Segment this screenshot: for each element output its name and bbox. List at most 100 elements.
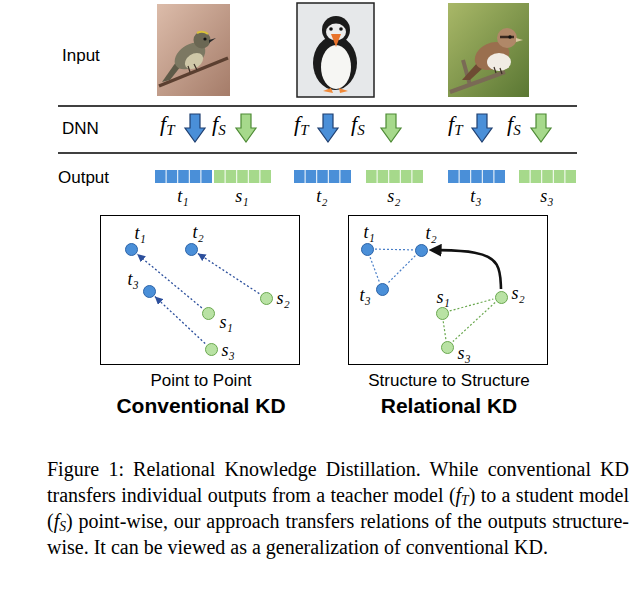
row-label: Input [62, 46, 100, 66]
point-label: t₂ [193, 223, 204, 241]
output-symbol: s₁ [235, 186, 248, 207]
student-output [214, 170, 271, 183]
symbol-subscript: T [461, 493, 469, 508]
text-run: Point to Point [150, 371, 251, 390]
student-point: s₂ [495, 291, 508, 304]
text-run: t₁ [135, 223, 146, 243]
point-label: s₃ [222, 341, 235, 359]
teacher-arrow [472, 114, 492, 142]
student-point: s₃ [205, 343, 218, 356]
text-run: t₁ [177, 186, 188, 206]
relation-line [453, 302, 495, 341]
text-run: ) point-wise, our approach transfers rel… [47, 510, 629, 558]
text-run: DNN [62, 119, 99, 138]
photo-ground [157, 4, 230, 96]
student-output [519, 170, 576, 183]
text-run: t₃ [128, 269, 139, 289]
math-symbol: fT [448, 111, 462, 136]
relation-line [388, 256, 416, 284]
bird-head [194, 32, 211, 49]
bird-photo [157, 4, 230, 96]
panel-subtitle: Structure to Structure [299, 371, 599, 391]
text-run: s₁ [235, 186, 248, 206]
text-run: Input [62, 46, 100, 65]
student-point: s₁ [436, 307, 449, 320]
text-run: Structure to Structure [368, 371, 530, 390]
teacher-point: t₂ [185, 243, 198, 256]
math-symbol: fS [351, 111, 365, 136]
text-run: s₃ [222, 340, 235, 360]
teacher-point: t₃ [143, 285, 156, 298]
bird-stripe [500, 36, 514, 39]
math-symbol: fT [294, 111, 308, 136]
panel-frame: Structure to StructureRelational KDt₁t₂t… [348, 215, 548, 365]
math-symbol: fS [507, 111, 521, 136]
transfer-arrow [433, 250, 502, 289]
panel-frame: Point to PointConventional KDt₁t₂t₃s₁s₂s… [100, 215, 300, 365]
text-run: s₁ [220, 312, 233, 332]
symbol-base: f [212, 111, 218, 136]
point-label: t₂ [426, 224, 437, 242]
symbol-subscript: T [300, 122, 308, 138]
student-symbol: fS [351, 111, 365, 136]
point-label: s₁ [437, 288, 450, 306]
output-symbol: s₂ [387, 186, 400, 207]
output-symbol: t₂ [316, 186, 327, 207]
point-label: t₁ [135, 224, 146, 242]
teacher-point: t₁ [361, 243, 374, 256]
teacher-symbol: fT [160, 111, 174, 136]
figure-caption: Figure 1: Relational Knowledge Distillat… [47, 456, 629, 560]
student-symbol: fS [212, 111, 226, 136]
student-point: s₃ [441, 341, 454, 354]
relation-line [155, 296, 205, 343]
text-run: s₃ [540, 186, 553, 206]
student-point: s₁ [202, 307, 215, 320]
symbol-base: f [456, 484, 462, 506]
bird-feet [494, 67, 502, 74]
text-run: Relational KD [381, 394, 518, 417]
symbol-base: f [448, 111, 454, 136]
math-symbol: fS [54, 510, 66, 532]
relation-line [375, 249, 413, 251]
teacher-arrow [318, 114, 338, 142]
symbol-base: f [160, 111, 166, 136]
text-run: s₂ [387, 186, 400, 206]
point-label: t₃ [360, 286, 371, 304]
symbol-base: f [294, 111, 300, 136]
text-run: Output [58, 168, 109, 187]
bird-eye [203, 37, 206, 40]
math-symbol: fT [456, 484, 469, 506]
bird-belly [182, 50, 206, 73]
symbol-subscript: S [59, 519, 66, 534]
photo-ground [297, 3, 374, 97]
teacher-point: t₂ [415, 244, 428, 257]
bird-crown [197, 32, 208, 34]
student-point: s₂ [260, 292, 273, 305]
symbol-subscript: T [454, 122, 462, 138]
text-run: s₁ [437, 287, 450, 307]
teacher-arrow [185, 114, 205, 142]
bird-belly [321, 45, 351, 89]
point-label: s₂ [512, 284, 525, 302]
symbol-subscript: S [357, 122, 364, 138]
output-symbol: t₃ [470, 186, 481, 207]
relation-line [198, 253, 260, 293]
text-run: t₂ [316, 186, 327, 206]
teacher-point: t₁ [125, 243, 138, 256]
student-output [366, 170, 423, 183]
relation-line [450, 299, 494, 311]
photo-ground [448, 3, 529, 97]
teacher-symbol: fT [294, 111, 308, 136]
teacher-point: t₃ [376, 283, 389, 296]
output-symbol: s₃ [540, 186, 553, 207]
symbol-base: f [351, 111, 357, 136]
relation-line [370, 256, 379, 281]
panel-subtitle: Point to Point [51, 371, 351, 391]
text-run: t₁ [364, 222, 375, 242]
point-label: s₃ [458, 344, 471, 362]
bird-feet [188, 64, 197, 72]
text-run: s₃ [458, 343, 471, 363]
bird-beak [331, 34, 341, 47]
relation-line [137, 254, 202, 308]
symbol-subscript: T [166, 122, 174, 138]
